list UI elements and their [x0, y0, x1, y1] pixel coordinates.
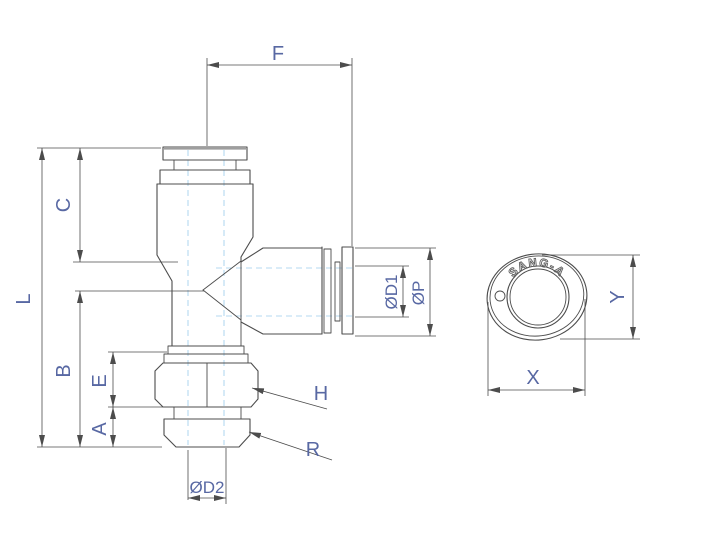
hidden-bore-lines	[187, 150, 352, 445]
dim-p: ØP	[355, 247, 436, 337]
thread-collar	[163, 406, 251, 448]
dim-l-label: L	[13, 293, 35, 304]
dim-p-label: ØP	[409, 281, 428, 306]
dim-y: Y	[542, 254, 640, 340]
dim-x-label: X	[526, 367, 539, 389]
dim-f: F	[206, 43, 353, 246]
end-view-body	[486, 253, 588, 341]
label-h: H	[314, 383, 328, 405]
dim-a: A	[89, 407, 116, 447]
dim-e-label: E	[89, 374, 111, 387]
dim-d1-label: ØD1	[382, 275, 401, 310]
dim-d2: ØD2	[187, 448, 227, 504]
label-r: R	[306, 439, 320, 461]
vertical-body	[156, 183, 254, 347]
leader-h: H	[251, 383, 328, 410]
dim-a-label: A	[89, 422, 111, 436]
dim-y-label: Y	[607, 290, 629, 303]
dim-c: C	[53, 148, 83, 262]
end-view: SANG-A Y X	[486, 253, 640, 396]
dim-c-label: C	[53, 198, 75, 212]
front-view: F C L B E	[13, 43, 436, 504]
dim-b-label: B	[53, 364, 75, 377]
end-view-bore	[494, 265, 570, 329]
dim-e: E	[89, 352, 116, 407]
leader-r: R	[248, 431, 333, 461]
hex-nut	[154, 362, 259, 408]
junction-cone-lines	[202, 260, 242, 321]
side-hole	[494, 290, 506, 302]
bottom-flange	[163, 345, 249, 364]
dim-f-label: F	[272, 43, 284, 65]
dim-x: X	[487, 299, 586, 396]
dim-d2-label: ØD2	[190, 478, 225, 497]
horizontal-branch	[240, 246, 354, 335]
left-extension-lines	[37, 147, 204, 448]
dim-d1: ØD1	[355, 265, 409, 318]
dim-b: B	[53, 291, 83, 447]
dim-l: L	[13, 148, 45, 447]
top-release-collar	[159, 146, 251, 185]
